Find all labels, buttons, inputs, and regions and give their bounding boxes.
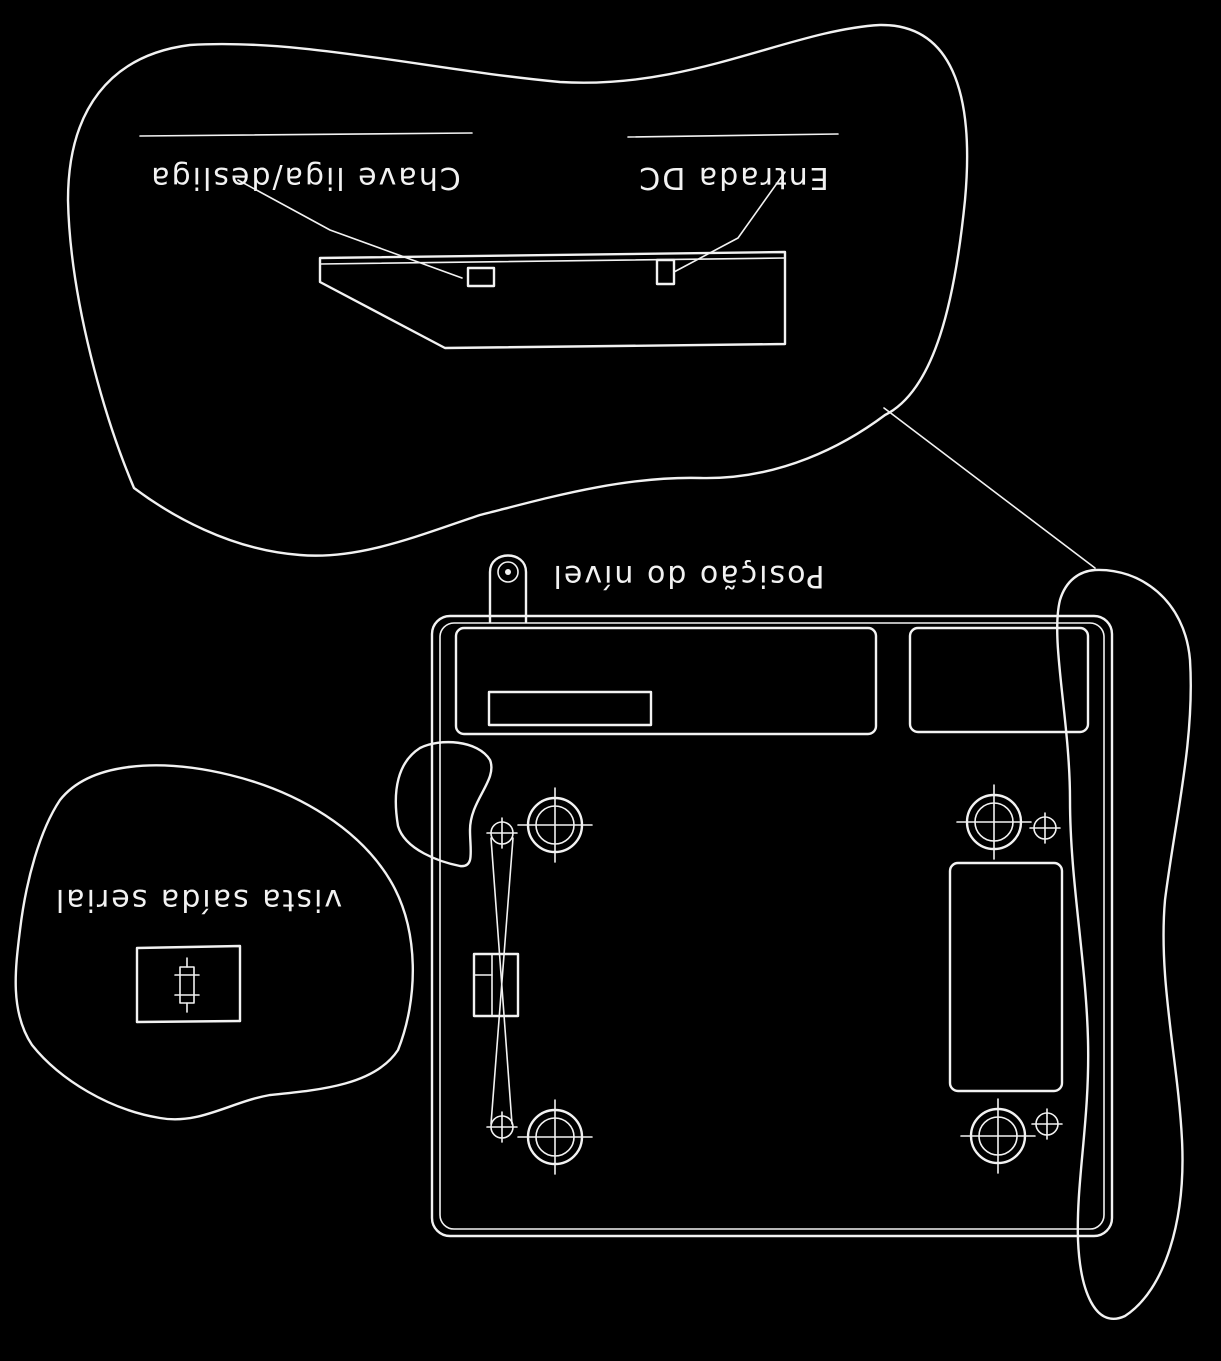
label-plate-strip [487, 690, 653, 727]
serial-port-detail [135, 944, 242, 1024]
foot-bottom-left [517, 1099, 593, 1175]
label-plate [454, 626, 878, 736]
callout-blob-small [394, 740, 493, 868]
foot-bottom-right [960, 1098, 1036, 1174]
foot-top-left [517, 787, 593, 863]
callout-blob-left [14, 764, 414, 1121]
power-switch-leader [237, 179, 463, 279]
side-panel-outline [318, 250, 787, 350]
screw-bottom-right [1031, 1108, 1063, 1140]
power-switch-underline [139, 132, 473, 137]
callout-blob-right [1056, 568, 1192, 1320]
dc-input-underline [627, 133, 839, 138]
level-bubble-icon [497, 561, 519, 583]
dc-input-shape [655, 258, 676, 286]
level-bubble-dot [505, 569, 511, 575]
serial-output-view-label: vista saída serial [54, 882, 342, 917]
level-tab [488, 554, 528, 624]
dc-input-leader [673, 171, 786, 273]
screw-top-right [1029, 812, 1061, 844]
power-switch-shape [466, 266, 496, 288]
serial-port-cover [948, 861, 1064, 1093]
scale-body-inner [439, 622, 1105, 1230]
screw-bottom-left [486, 1111, 518, 1143]
scale-body-outer [430, 614, 1114, 1238]
dc-input-label: Entrada DC [637, 160, 828, 195]
callout-connector [883, 407, 1096, 569]
level-position-label: Posição do nível [552, 558, 825, 593]
screw-top-left [486, 817, 518, 849]
callout-blob-top [66, 23, 969, 557]
strap-cross [472, 837, 520, 1125]
side-panel-top-edge [319, 257, 786, 265]
battery-cover [908, 626, 1090, 734]
foot-top-right [956, 784, 1032, 860]
power-switch-label: Chave liga/desliga [149, 160, 461, 195]
